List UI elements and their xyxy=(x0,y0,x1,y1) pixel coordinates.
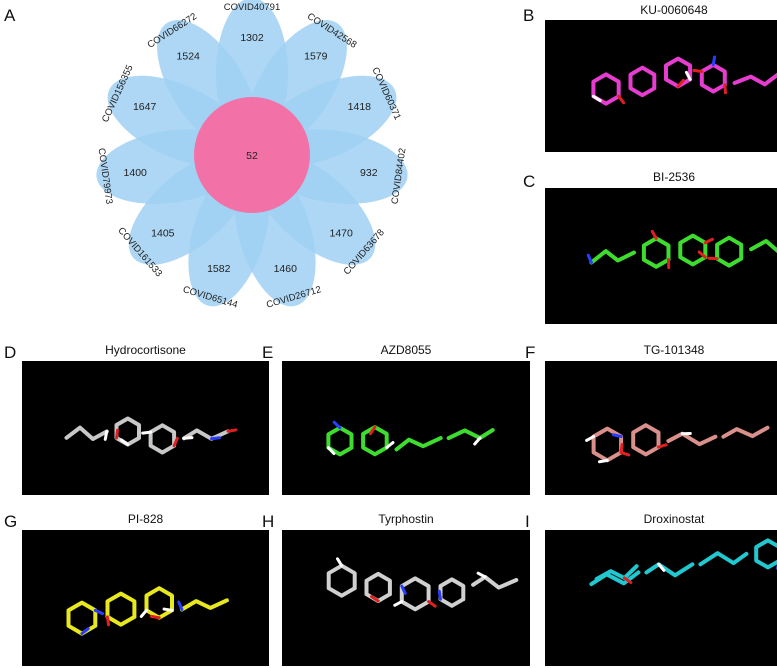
molecule-render-e xyxy=(282,361,530,495)
panel-letter-i: I xyxy=(525,512,530,531)
molecule-stick-model xyxy=(326,557,519,612)
panel-letter-c: C xyxy=(523,172,536,191)
molecule-render-f xyxy=(545,361,777,495)
venn-petal-value: 1524 xyxy=(177,51,201,63)
molecule-stick-model xyxy=(66,586,229,636)
molecule-render-c xyxy=(545,188,777,324)
molecule-render-i xyxy=(545,530,777,666)
molecule-stick-model xyxy=(326,420,495,457)
panel-title-e: AZD8055 xyxy=(380,343,432,357)
panel-letter-f: F xyxy=(525,343,536,362)
venn-petal-value: 1400 xyxy=(124,167,148,179)
panel-title-h: Tyrphostin xyxy=(378,512,434,526)
flower-venn-diagram: 1302COVID407911579COVID425681418COVID603… xyxy=(96,0,408,311)
molecule-render-h xyxy=(282,530,530,666)
panel-title-i: Droxinostat xyxy=(643,512,705,526)
panel-letter-g: G xyxy=(4,512,18,531)
panel-letter-a: A xyxy=(4,6,16,25)
panel-title-g: PI-828 xyxy=(127,512,164,526)
panel-title-f: TG-101348 xyxy=(643,343,705,357)
panel-title-c: BI-2536 xyxy=(652,170,696,184)
molecule-stick-model xyxy=(589,538,777,587)
molecule-stick-model xyxy=(586,229,777,270)
panel-letter-d: D xyxy=(4,343,17,362)
venn-petal-value: 932 xyxy=(360,167,378,179)
molecule-stick-model xyxy=(64,416,238,455)
venn-center-value: 52 xyxy=(246,150,258,162)
molecule-render-d xyxy=(22,361,269,495)
panel-title-b: KU-0060648 xyxy=(640,3,708,17)
venn-center-circle xyxy=(194,97,310,213)
panel-letter-e: E xyxy=(262,343,274,362)
venn-petal-value: 1405 xyxy=(151,227,175,239)
venn-petal-value: 1302 xyxy=(240,32,264,44)
molecule-render-b xyxy=(545,20,777,152)
venn-petal-value: 1470 xyxy=(329,227,353,239)
panel-letter-b: B xyxy=(523,6,535,25)
molecule-render-g xyxy=(22,530,269,666)
venn-petal-value: 1418 xyxy=(348,101,372,113)
molecule-stick-model xyxy=(591,55,777,106)
venn-petal-value: 1460 xyxy=(274,263,298,275)
venn-petal-value: 1582 xyxy=(207,263,231,275)
panel-title-d: Hydrocortisone xyxy=(105,343,186,357)
panel-letter-h: H xyxy=(262,512,275,531)
venn-petal-value: 1647 xyxy=(133,101,157,113)
molecule-stick-model xyxy=(585,423,770,464)
venn-petal-value: 1579 xyxy=(304,51,328,63)
venn-set-name: COVID40791 xyxy=(224,2,281,13)
